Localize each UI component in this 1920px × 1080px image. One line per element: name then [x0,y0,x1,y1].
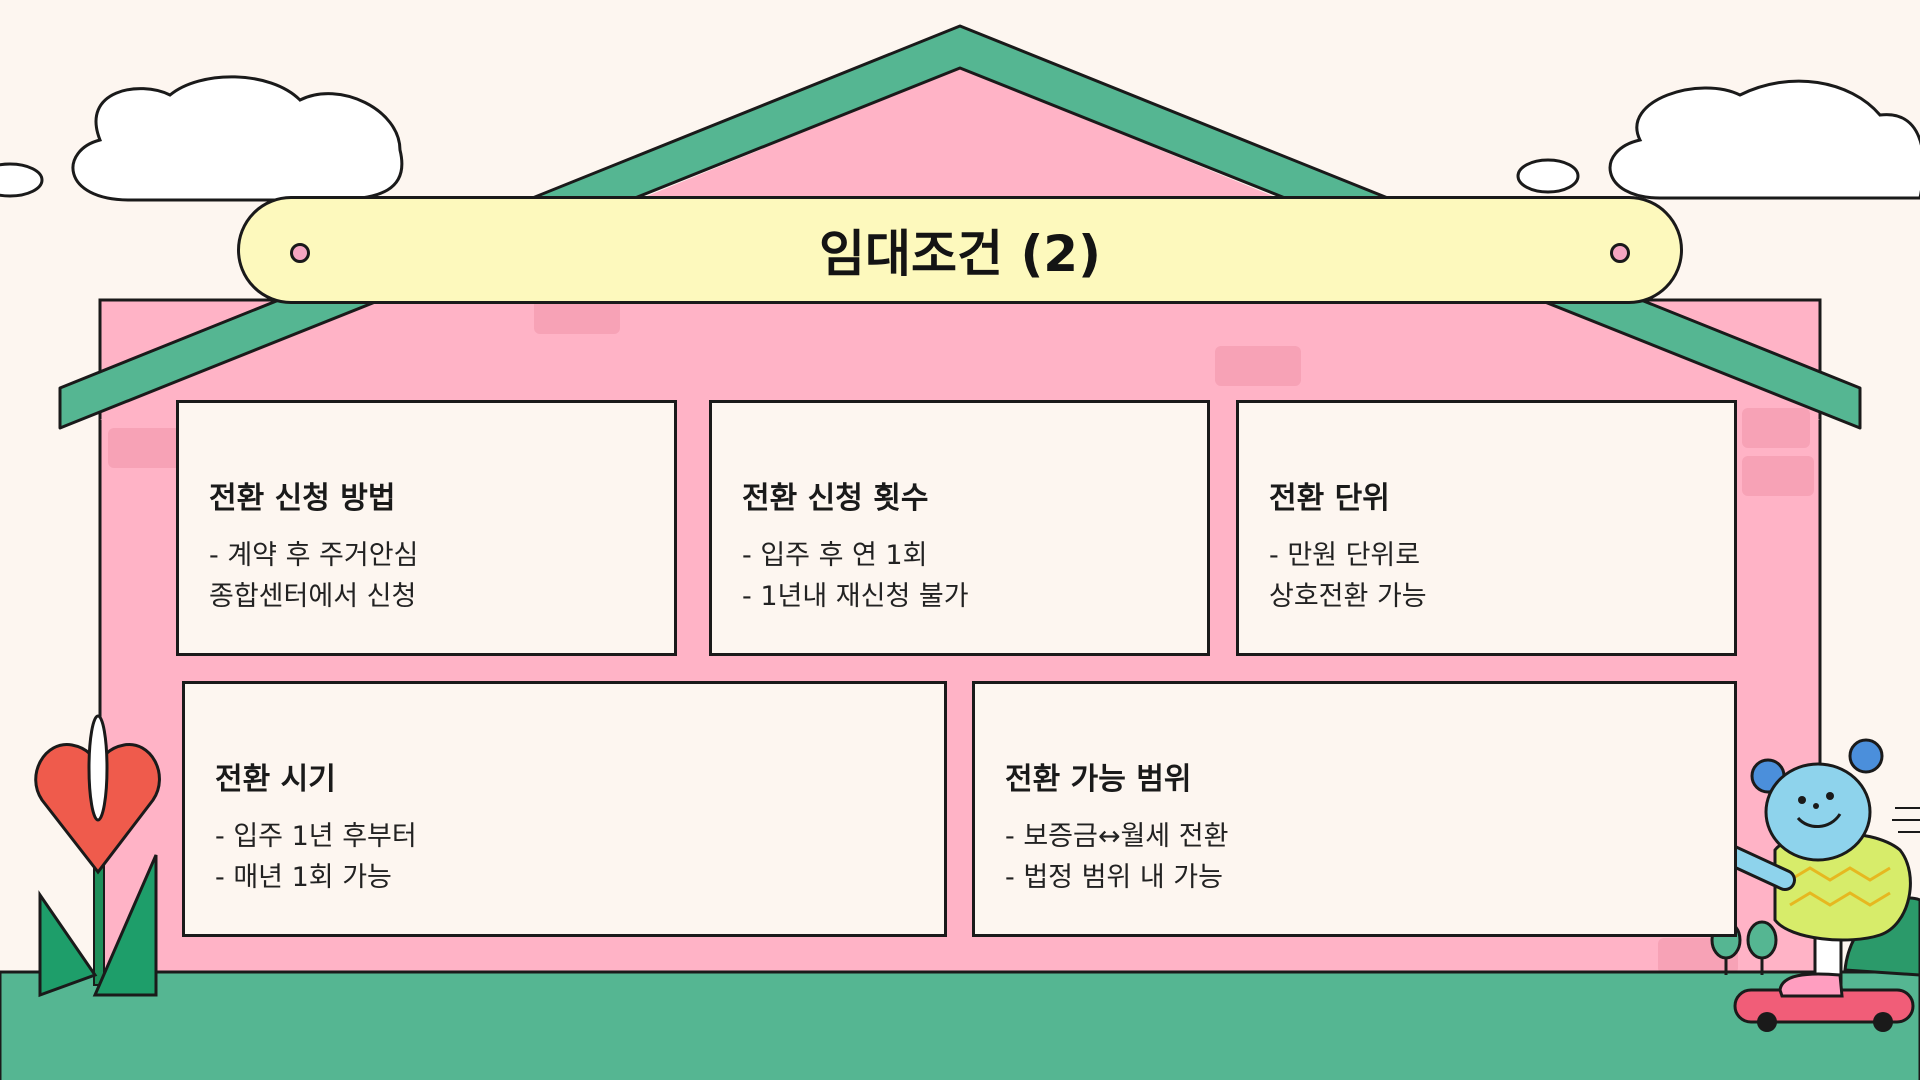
card-line: - 보증금↔월세 전환 [1005,821,1229,852]
card-title: 전환 단위 [1269,481,1390,516]
banner-dot-right [1610,243,1630,263]
cloud-icon [0,75,404,202]
flower-icon [34,714,161,998]
card-line: - 계약 후 주거안심 [209,540,419,571]
card-title: 전환 가능 범위 [1005,762,1192,797]
ground [0,970,1920,1080]
card-title: 전환 시기 [215,762,336,797]
card-conversion-range: 전환 가능 범위 - 보증금↔월세 전환 - 법정 범위 내 가능 [972,681,1737,937]
card-conversion-unit: 전환 단위 - 만원 단위로 상호전환 가능 [1236,400,1737,656]
card-line: - 만원 단위로 [1269,540,1421,571]
card-title: 전환 신청 방법 [209,481,396,516]
card-line: 종합센터에서 신청 [209,581,417,612]
card-line: - 입주 1년 후부터 [215,821,417,852]
page-title: 임대조건 (2) [819,225,1101,283]
roof [58,24,1862,430]
card-line: - 입주 후 연 1회 [742,540,928,571]
card-line: - 매년 1회 가능 [215,862,392,893]
card-line: - 법정 범위 내 가능 [1005,862,1223,893]
card-line: 상호전환 가능 [1269,581,1427,612]
brick-accents [108,290,1814,974]
card-line: - 1년내 재신청 불가 [742,581,969,612]
cloud-icon [1516,79,1920,200]
card-title: 전환 신청 횟수 [742,481,929,516]
card-application-method: 전환 신청 방법 - 계약 후 주거안심 종합센터에서 신청 [176,400,677,656]
banner-dot-left [290,243,310,263]
card-conversion-timing: 전환 시기 - 입주 1년 후부터 - 매년 1회 가능 [182,681,947,937]
card-application-count: 전환 신청 횟수 - 입주 후 연 1회 - 1년내 재신청 불가 [709,400,1210,656]
title-banner: 임대조건 (2) [237,196,1683,304]
